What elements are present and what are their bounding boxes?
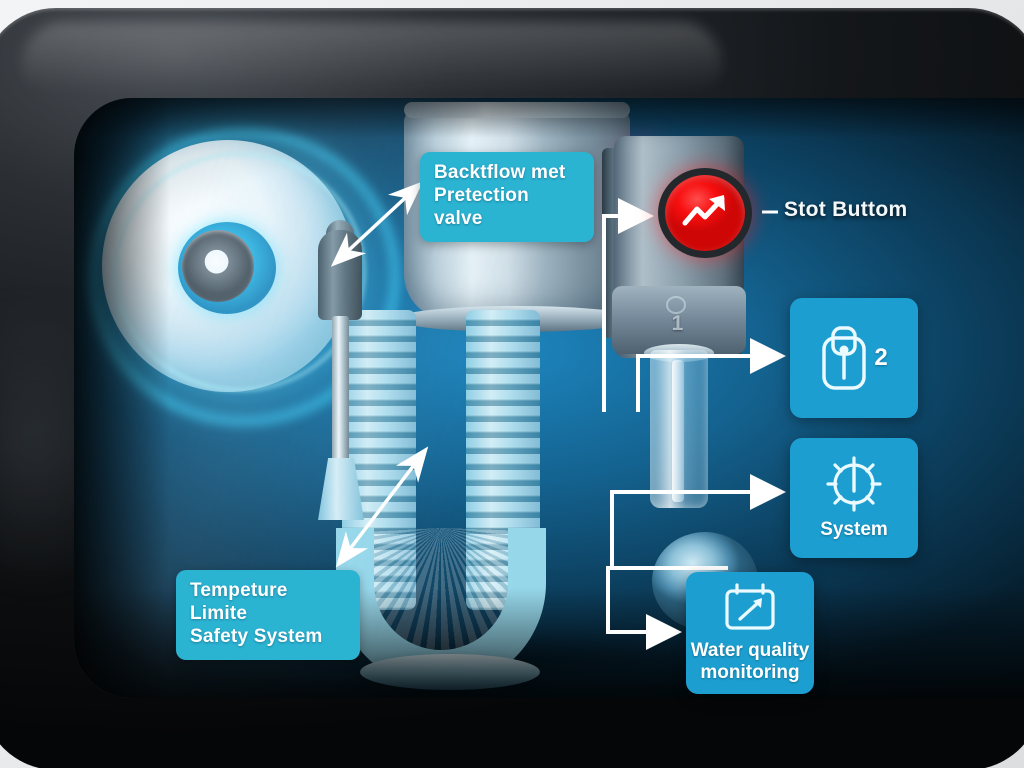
panel-system-label: System [820, 518, 888, 540]
hose-base-ring [360, 654, 540, 690]
panel-water-quality-label: Water quality monitoring [690, 639, 810, 683]
padlock-icon [822, 326, 867, 390]
callout-backflow-line2: Pretection valve [434, 185, 529, 230]
callout-temperature-line2: Safety System [190, 626, 323, 648]
panel-lock-row: 2 [820, 324, 888, 392]
callout-stop-button-label: Stot Buttom [784, 198, 908, 221]
callout-temperature-safety: Tempeture Limite Safety System [176, 570, 360, 660]
stop-button[interactable] [658, 168, 752, 258]
gauge-dial-icon [826, 456, 882, 512]
bezel-top-highlight [22, 22, 722, 92]
boiler-top-lip [404, 102, 630, 118]
valve-shaft [332, 316, 349, 466]
callout-backflow-line1: Backtflow met [434, 162, 566, 183]
chart-board-icon [725, 582, 775, 630]
panel-lock-count: 2 [874, 344, 888, 371]
panel-system[interactable]: System [790, 438, 918, 558]
callout-temperature-line1: Tempeture Limite [190, 580, 288, 625]
tank-nozzle [182, 230, 254, 302]
panel-water-quality[interactable]: Water quality monitoring [686, 572, 814, 694]
backflow-valve-body [318, 230, 362, 320]
sensor-marking-number: 1 [671, 312, 685, 335]
callout-backflow-valve: Backtflow met Pretection valve [420, 152, 594, 242]
panel-lock[interactable]: 2 [790, 298, 918, 418]
trend-up-arrow-icon [682, 195, 725, 226]
sensor-tube-core [672, 360, 684, 502]
